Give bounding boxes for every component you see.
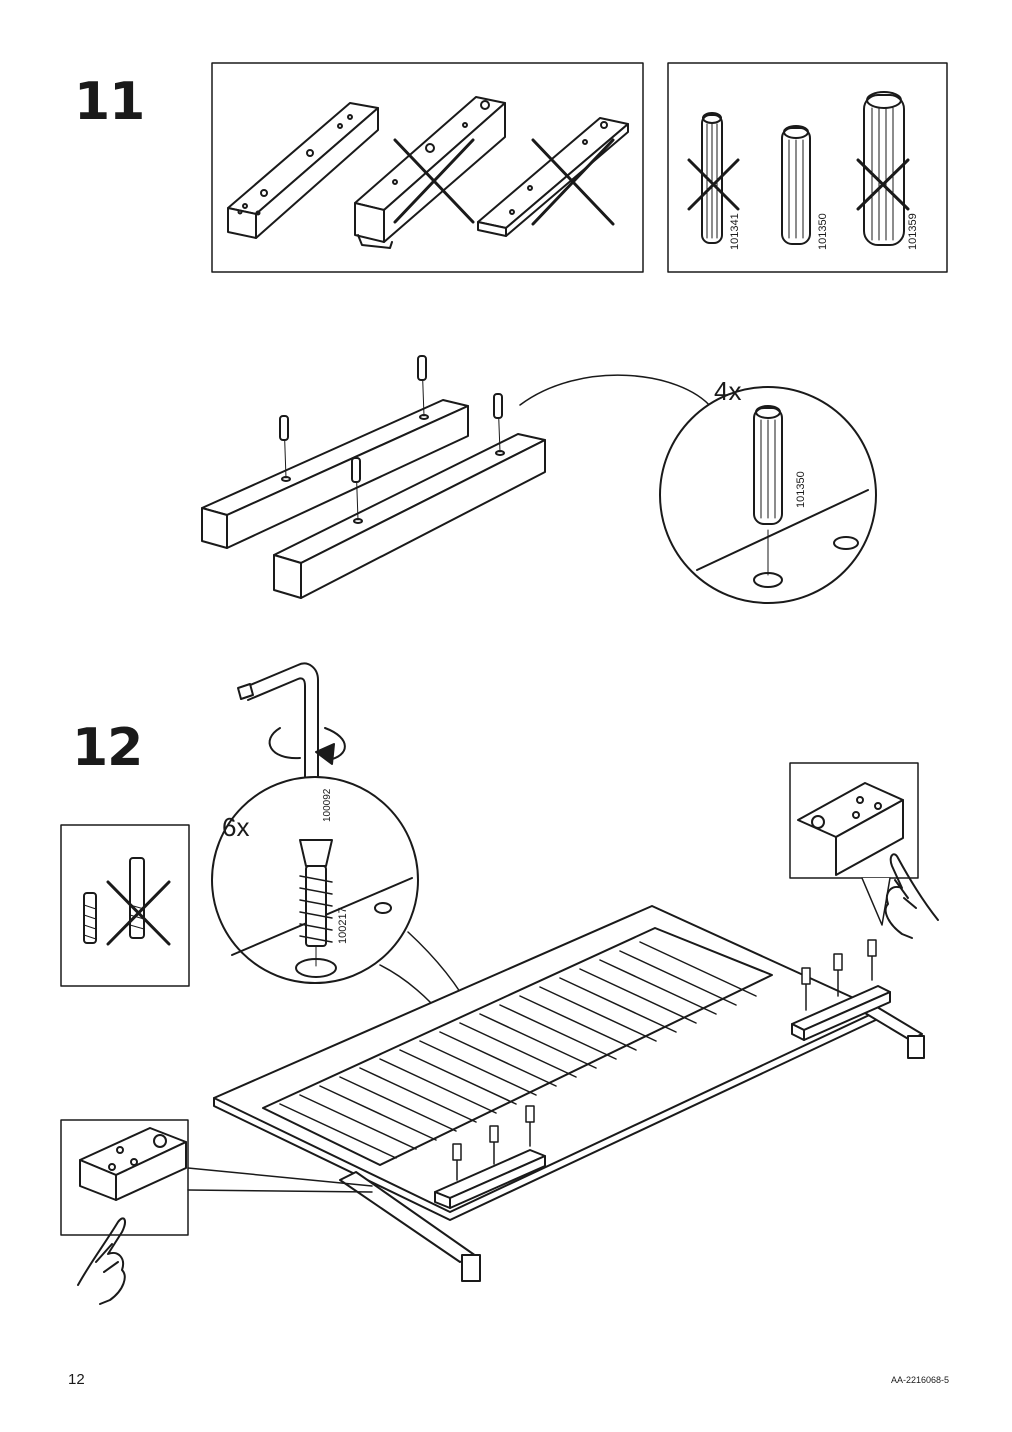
right-block-detail-panel <box>789 762 919 926</box>
rail-selection-panel <box>211 62 644 273</box>
wrong-rail-large <box>354 96 506 249</box>
dowel-101350 <box>781 125 811 245</box>
page-number: 12 <box>68 1371 85 1388</box>
quantity-label-6x: 6x <box>222 812 249 842</box>
dowel-101341 <box>687 112 740 244</box>
dowel-detail-callout <box>519 374 877 604</box>
step-number-12: 12 <box>72 718 143 778</box>
document-code: AA-2216068-5 <box>890 1375 949 1385</box>
left-block-detail-panel <box>60 1119 373 1236</box>
wrong-rail-thin <box>477 117 629 237</box>
part-number-101359: 101359 <box>907 213 919 250</box>
dowel-101359 <box>856 91 910 246</box>
hand-icon-right <box>884 853 939 939</box>
dowel-selection-panel <box>667 62 948 273</box>
rails-with-dowels <box>201 355 546 599</box>
step-number-11: 11 <box>74 72 145 132</box>
part-number-101350: 101350 <box>817 213 829 250</box>
hand-icon-left <box>77 1217 126 1305</box>
bed-frame <box>213 905 925 1282</box>
correct-rail <box>227 102 379 239</box>
fastener-selection-panel <box>60 824 190 987</box>
quantity-label-4x: 4x <box>714 376 741 406</box>
detail-part-number-101350: 101350 <box>795 471 807 508</box>
screw-part-number-100217: 100217 <box>337 907 349 944</box>
part-number-101341: 101341 <box>729 213 741 250</box>
tool-part-number-100092: 100092 <box>322 788 333 822</box>
